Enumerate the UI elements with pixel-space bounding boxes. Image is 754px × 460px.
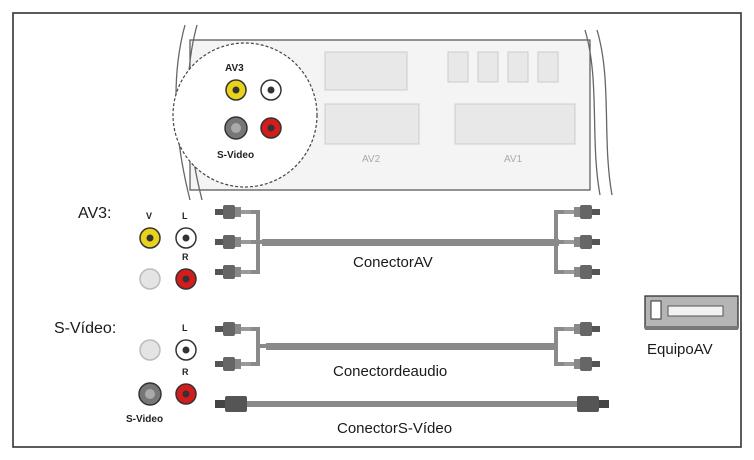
- av-equipment-label: EquipoAV: [647, 341, 713, 358]
- svideo-connector-label: ConectorS-Vídeo: [337, 420, 453, 437]
- jack-l-label: L: [182, 211, 188, 221]
- jack-l-label-2: L: [182, 323, 188, 333]
- panel-av2-label: AV2: [362, 154, 381, 165]
- panel-av1-label: AV1: [504, 154, 523, 165]
- tv-back-panel: [172, 24, 613, 201]
- svideo-row-label: S-Vídeo:: [54, 320, 117, 337]
- svideo-cable: [215, 396, 609, 412]
- svideo-port-label: S-Video: [126, 414, 164, 425]
- svideo-jacks: [138, 339, 197, 406]
- av-cable: [215, 205, 600, 279]
- jack-v-label: V: [146, 211, 153, 221]
- panel-av3-label: AV3: [225, 63, 244, 74]
- diagram-frame: [12, 12, 742, 448]
- jack-r-label: R: [182, 252, 189, 262]
- jack-r-label-2: R: [182, 367, 189, 377]
- av3-row-label: AV3:: [78, 205, 112, 222]
- audio-cable: [215, 322, 600, 371]
- av-connector-label: ConectorAV: [353, 254, 433, 271]
- av-equipment-icon: [644, 295, 739, 330]
- panel-svideo-label: S-Video: [217, 150, 255, 161]
- audio-connector-label: Conectordeaudio: [333, 363, 448, 380]
- av3-jacks: [139, 227, 197, 290]
